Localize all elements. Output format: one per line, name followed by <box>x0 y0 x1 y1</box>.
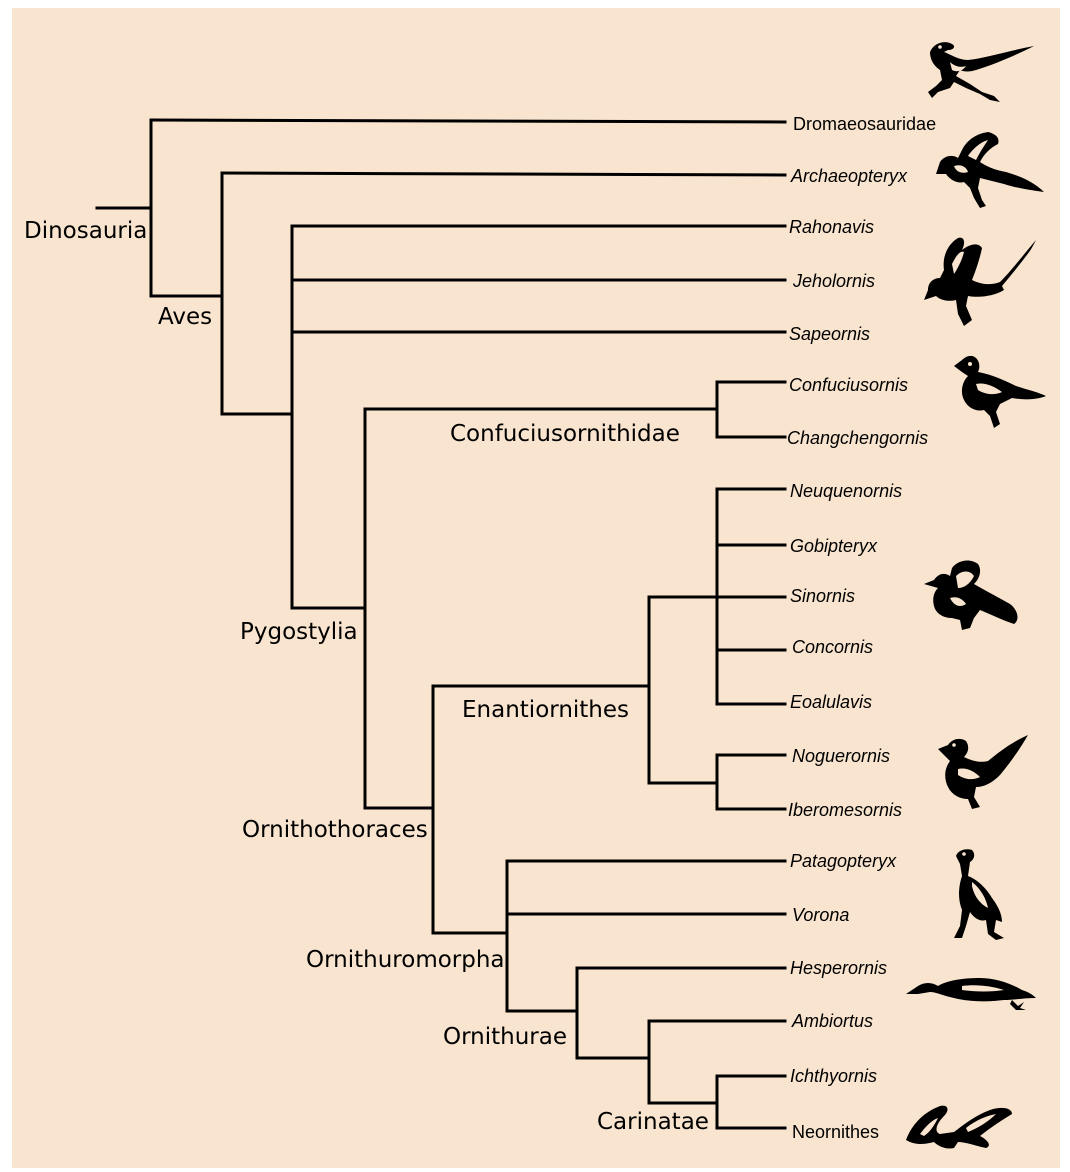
clade-label-confuciusornithidae: Confuciusornithidae <box>450 421 680 447</box>
clade-label-ornithuromorpha: Ornithuromorpha <box>306 947 505 973</box>
taxon-label-ambiortus: Ambiortus <box>791 1011 873 1031</box>
taxon-label-eoalulavis: Eoalulavis <box>790 692 872 712</box>
taxon-label-changchengornis: Changchengornis <box>787 428 928 448</box>
taxon-label-jeholornis: Jeholornis <box>792 271 875 291</box>
taxon-label-rahonavis: Rahonavis <box>789 217 874 237</box>
taxon-label-ichthyornis: Ichthyornis <box>790 1066 877 1086</box>
taxon-label-dromaeosauridae: Dromaeosauridae <box>793 114 936 134</box>
clade-label-pygostylia: Pygostylia <box>240 619 358 645</box>
taxon-label-neuquenornis: Neuquenornis <box>790 481 902 501</box>
taxon-label-patagopteryx: Patagopteryx <box>790 851 897 871</box>
branch-archaeopteryx <box>222 173 785 175</box>
branch-dromaeosauridae <box>151 120 785 122</box>
taxon-label-sinornis: Sinornis <box>790 586 855 606</box>
clade-label-ornithurae: Ornithurae <box>443 1024 567 1050</box>
taxon-label-confuciusornis: Confuciusornis <box>789 375 908 395</box>
taxon-label-gobipteryx: Gobipteryx <box>790 536 878 556</box>
taxon-label-neornithes: Neornithes <box>792 1122 879 1142</box>
clade-label-dinosauria: Dinosauria <box>24 218 147 244</box>
taxon-label-noguerornis: Noguerornis <box>792 746 890 766</box>
taxon-label-hesperornis: Hesperornis <box>790 958 887 978</box>
clade-label-enantiornithes: Enantiornithes <box>462 697 629 723</box>
clade-label-ornithothoraces: Ornithothoraces <box>242 817 428 843</box>
taxon-label-concornis: Concornis <box>792 637 873 657</box>
taxon-label-iberomesornis: Iberomesornis <box>788 800 902 820</box>
clade-label-carinatae: Carinatae <box>597 1109 709 1135</box>
taxon-label-archaeopteryx: Archaeopteryx <box>790 166 908 186</box>
taxon-label-sapeornis: Sapeornis <box>789 324 870 344</box>
taxon-label-vorona: Vorona <box>792 905 849 925</box>
clade-label-aves: Aves <box>158 304 212 330</box>
